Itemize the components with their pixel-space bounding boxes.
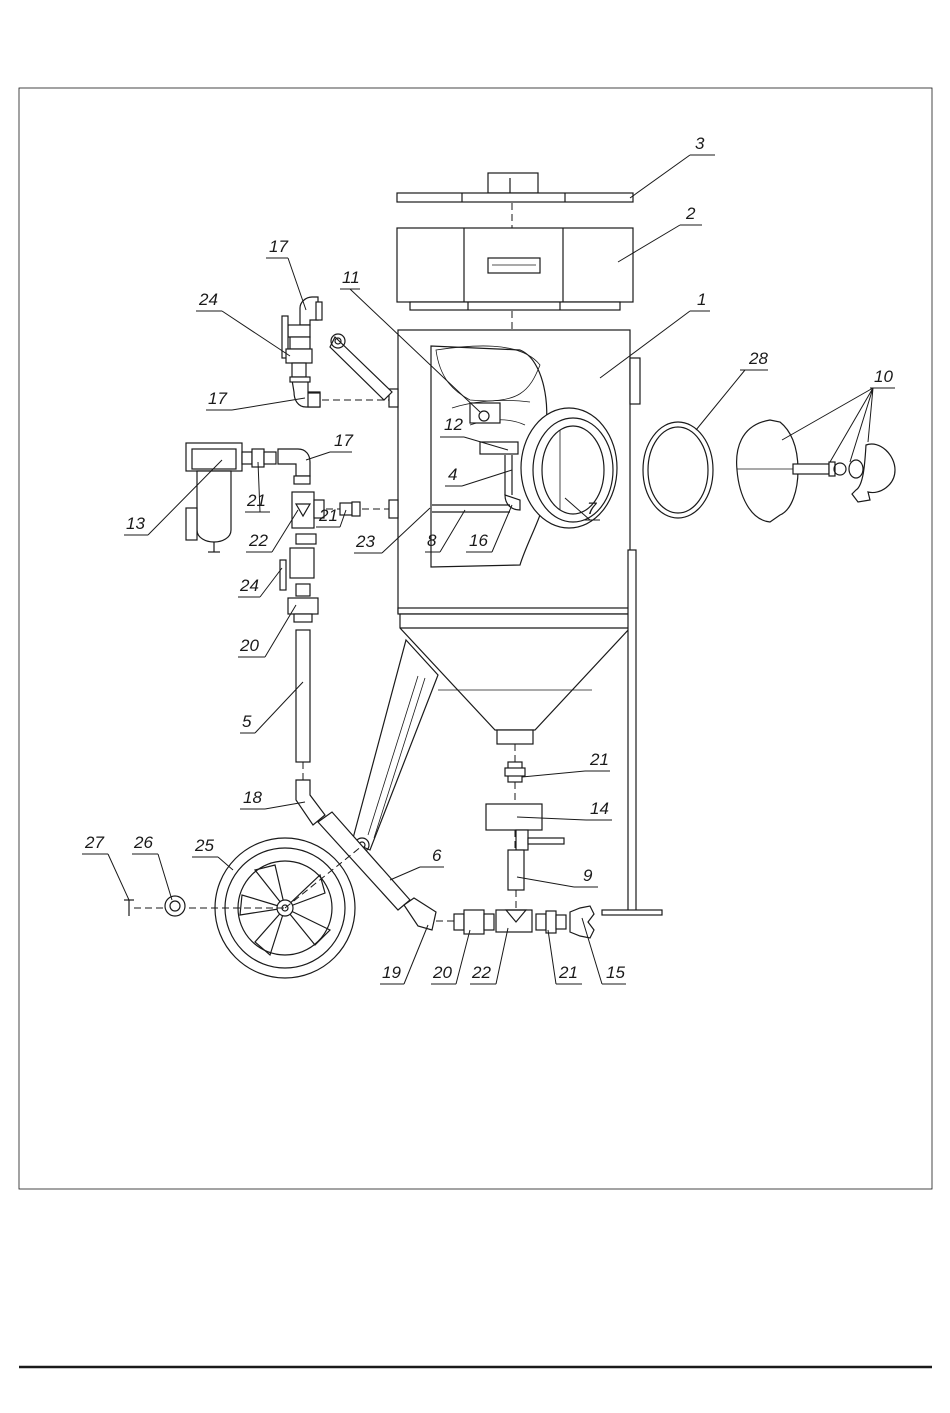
- callout-21: 21: [318, 506, 338, 525]
- callout-13: 13: [126, 514, 145, 533]
- callout-9: 9: [583, 866, 593, 885]
- callout-17: 17: [334, 431, 353, 450]
- callout-18: 18: [243, 788, 262, 807]
- callout-20: 20: [432, 963, 452, 982]
- callout-10: 10: [874, 367, 893, 386]
- callout-3: 3: [695, 134, 705, 153]
- callout-20: 20: [239, 636, 259, 655]
- part-cotter-pin: [124, 900, 134, 916]
- callout-11: 11: [342, 268, 360, 287]
- callout-22: 22: [471, 963, 491, 982]
- callout-21: 21: [246, 491, 266, 510]
- callout-26: 26: [133, 833, 153, 852]
- callout-24: 24: [239, 576, 259, 595]
- callout-7: 7: [587, 499, 597, 518]
- callout-24: 24: [198, 290, 218, 309]
- part-lever: [330, 334, 392, 400]
- callout-17: 17: [208, 389, 227, 408]
- callout-19: 19: [382, 963, 401, 982]
- callout-14: 14: [590, 799, 609, 818]
- callout-8: 8: [427, 531, 437, 550]
- part-gasket: [643, 422, 713, 518]
- callout-15: 15: [606, 963, 625, 982]
- part-bottom-plumbing: [436, 744, 594, 938]
- callout-21: 21: [589, 750, 609, 769]
- callout-6: 6: [432, 846, 442, 865]
- part-door-assembly: [737, 420, 895, 522]
- callout-25: 25: [194, 836, 214, 855]
- callout-17: 17: [269, 237, 288, 256]
- callout-22: 22: [248, 531, 268, 550]
- callout-23: 23: [355, 532, 375, 551]
- callout-16: 16: [469, 531, 488, 550]
- callout-2: 2: [685, 204, 696, 223]
- callout-27: 27: [84, 833, 104, 852]
- part-handle-arm: [352, 640, 438, 852]
- part-filter-housing: [397, 228, 633, 330]
- callout-5: 5: [242, 712, 252, 731]
- part-top-grate: [397, 173, 633, 228]
- part-viewing-port: [521, 408, 617, 528]
- callout-4: 4: [448, 465, 457, 484]
- callout-28: 28: [748, 349, 768, 368]
- callout-12: 12: [444, 415, 463, 434]
- callout-1: 1: [697, 290, 706, 309]
- part-washer: [165, 896, 185, 916]
- callout-21: 21: [558, 963, 578, 982]
